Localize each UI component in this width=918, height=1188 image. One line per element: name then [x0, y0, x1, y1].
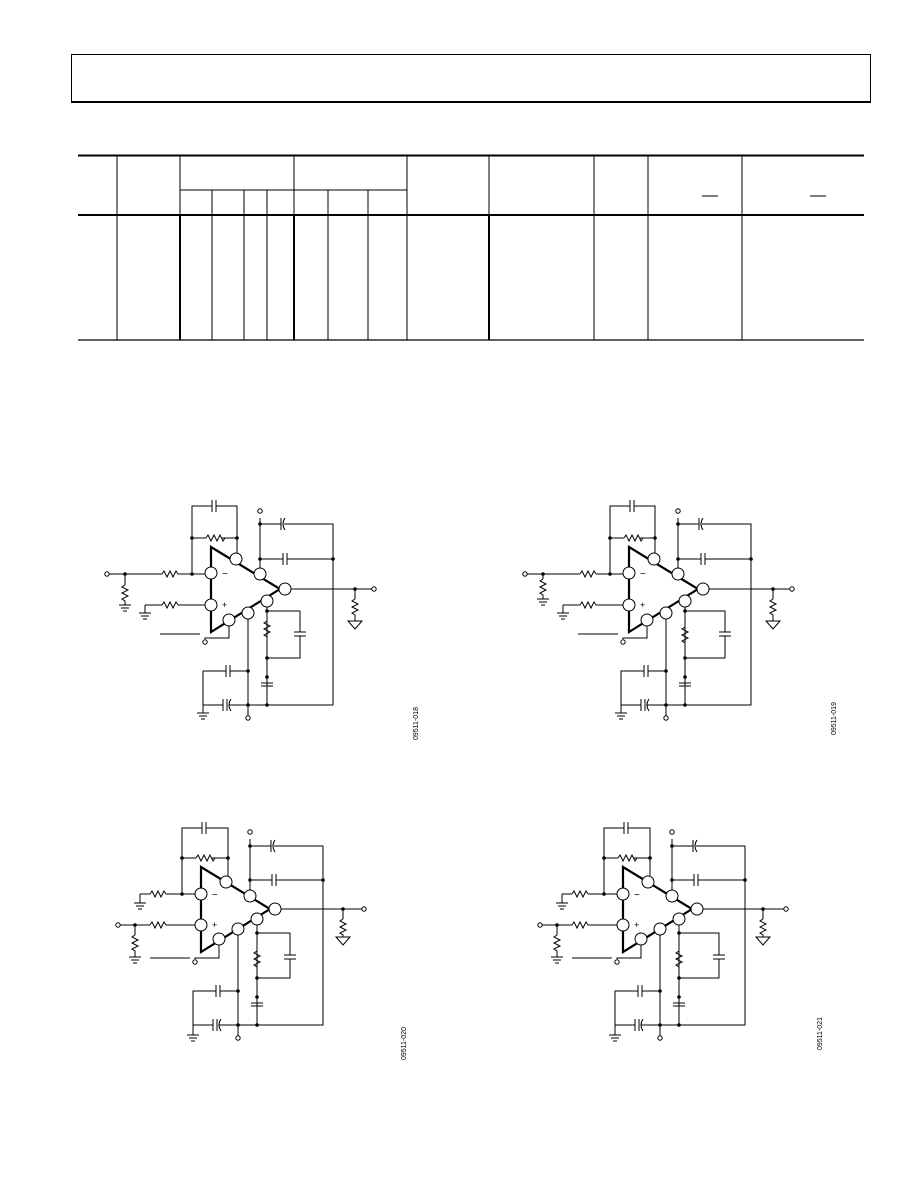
figure-code-2: 09511-019 — [831, 702, 838, 735]
page-header-box — [71, 54, 871, 103]
schematic-figure-3: − + 09511-020 — [115, 822, 408, 1060]
svg-text:−: − — [634, 890, 640, 901]
svg-text:−: − — [640, 569, 646, 580]
svg-text:−: − — [222, 569, 228, 580]
svg-text:+: + — [640, 600, 645, 610]
svg-text:+: + — [212, 920, 217, 930]
schematic-figure-4: − + 09511-021 — [537, 822, 824, 1050]
figure-code-1: 09511-018 — [413, 707, 420, 740]
figure-code-4: 09511-021 — [817, 1017, 824, 1050]
pin-inverting-input — [204, 566, 218, 580]
svg-text:+: + — [634, 920, 639, 930]
schematic-figure-1: − + 09511-018 — [104, 500, 420, 740]
svg-text:−: − — [212, 890, 218, 901]
schematic-figure-2: − + 09511-019 — [522, 500, 838, 735]
figure-code-3: 09511-020 — [401, 1027, 408, 1060]
pin-noninverting-input — [204, 598, 218, 612]
specification-table — [78, 154, 864, 341]
svg-text:+: + — [222, 600, 227, 610]
